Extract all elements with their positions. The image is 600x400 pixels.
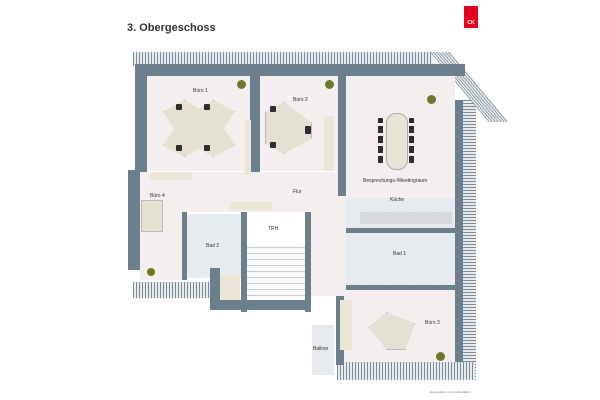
shelf	[340, 300, 352, 350]
chair	[204, 145, 210, 151]
chair	[305, 126, 311, 134]
plant-icon	[237, 80, 246, 89]
shelf	[324, 116, 334, 171]
plant-icon	[147, 268, 155, 276]
wall-north	[135, 64, 465, 76]
label-bad-2: Bad 2	[206, 243, 220, 249]
wall-b1-b2	[250, 76, 260, 196]
label-trh: TRH	[268, 226, 279, 232]
wall-west-lower	[128, 170, 140, 270]
page-title: 3. Obergeschoss	[127, 22, 216, 34]
desk-buero-4	[141, 200, 163, 232]
roof-bottom	[337, 362, 475, 380]
room-flur-lower	[310, 196, 346, 296]
chair	[204, 104, 210, 110]
niche-cabinet	[220, 275, 240, 300]
label-meeting: Besprechungs-/Meetingraum	[363, 178, 428, 184]
label-bad-1: Bad 1	[393, 251, 407, 257]
roof-right	[462, 100, 476, 380]
plant-icon	[436, 352, 445, 361]
label-buero-4: Büro 4	[150, 193, 165, 199]
desk-cluster-buero-1	[163, 100, 235, 157]
label-kueche: Küche	[390, 197, 405, 203]
plant-icon	[325, 80, 334, 89]
wall-stair-west	[241, 212, 247, 312]
footnote: Exposéplan, nicht maßstäblich	[430, 390, 471, 394]
room-balkon	[312, 325, 334, 375]
label-balkon: Balkon	[313, 346, 329, 352]
shelf	[245, 120, 251, 175]
wall-bad1-buero3	[346, 285, 455, 290]
sideboard	[150, 172, 192, 180]
bench	[230, 202, 272, 210]
room-bad-2	[187, 214, 241, 278]
label-buero-3: Büro 3	[425, 320, 440, 326]
wall-stair-east	[305, 212, 311, 312]
wall-stair-south	[210, 300, 310, 310]
plant-icon	[427, 95, 436, 104]
wall-kueche-bad1	[346, 228, 455, 233]
chairs-right	[409, 118, 414, 163]
roof-top	[133, 52, 433, 66]
chair	[270, 142, 276, 148]
meeting-table	[386, 113, 408, 170]
chair	[176, 145, 182, 151]
chair	[176, 104, 182, 110]
label-buero-2: Büro 2	[293, 97, 308, 103]
company-logo: CK	[464, 6, 478, 28]
staircase	[247, 246, 305, 302]
wall-west	[135, 64, 147, 174]
room-trh	[247, 214, 307, 244]
room-bad-1	[346, 233, 455, 285]
kitchen-counter	[360, 212, 452, 224]
label-flur: Flur	[293, 189, 302, 195]
chairs-left	[378, 118, 383, 163]
label-buero-1: Büro 1	[193, 88, 208, 94]
wall-niche	[210, 268, 220, 308]
chair	[270, 106, 276, 112]
wall-b4-bad2	[182, 212, 187, 280]
wall-b2-meeting	[338, 76, 346, 196]
wall-east	[455, 100, 463, 362]
roof-bottom-left	[133, 282, 213, 298]
